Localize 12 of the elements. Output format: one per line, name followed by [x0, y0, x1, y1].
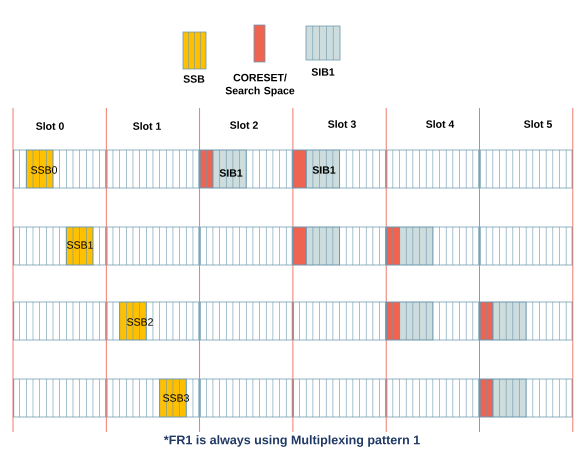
slot-label: Slot 0 [36, 122, 64, 130]
slot-label: Slot 5 [524, 120, 552, 128]
caption: *FR1 is always using Multiplexing pattern 1 [164, 435, 420, 447]
slot-label: Slot 2 [230, 121, 258, 129]
legend-label: SIB1 [312, 68, 334, 76]
legend-label: CORESET/ Search Space [226, 74, 294, 96]
slot-label: Slot 4 [426, 120, 454, 128]
block-label: SIB1 [312, 166, 336, 174]
slot-label: Slot 1 [133, 122, 161, 130]
legend-label: SSB [184, 75, 204, 83]
slot-label: Slot 3 [328, 120, 356, 128]
block-label: SIB1 [220, 169, 242, 177]
